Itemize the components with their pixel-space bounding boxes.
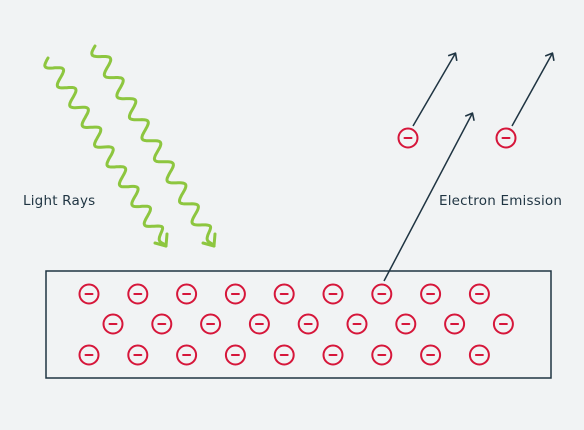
plate-electron (468, 344, 490, 366)
plate-electron (273, 283, 295, 305)
emitted-electrons (397, 127, 517, 149)
plate-electron (224, 283, 246, 305)
plate-electron (468, 283, 490, 305)
light-rays-label: Light Rays (23, 193, 96, 209)
emitted-electron (397, 127, 419, 149)
plate-electron (248, 313, 270, 335)
light-ray (90, 44, 217, 248)
plate-electron (176, 283, 198, 305)
plate-electron (78, 283, 100, 305)
plate-electron (176, 344, 198, 366)
plate-electron (420, 344, 442, 366)
plate-electron (102, 313, 124, 335)
emitted-electron (495, 127, 517, 149)
plate-electron (127, 344, 149, 366)
plate-electron (297, 313, 319, 335)
plate-electron (492, 313, 514, 335)
plate-electron (200, 313, 222, 335)
metal-plate (45, 270, 552, 379)
plate-electron (127, 283, 149, 305)
emission-arrow (511, 52, 555, 127)
plate-electron (78, 344, 100, 366)
light-ray (43, 56, 169, 248)
light-ray-arrowhead (201, 232, 217, 248)
light-rays (43, 44, 217, 248)
light-ray-arrowhead (153, 232, 169, 248)
plate-electron (322, 283, 344, 305)
plate-electron (444, 313, 466, 335)
plate-electron (371, 283, 393, 305)
plate-electron (371, 344, 393, 366)
plate-electron (420, 283, 442, 305)
plate-electron (395, 313, 417, 335)
emission-arrow (412, 52, 458, 127)
plate-electron (273, 344, 295, 366)
plate-electron (224, 344, 246, 366)
plate-electron (346, 313, 368, 335)
emission-arrow (383, 112, 475, 282)
electron-emission-label: Electron Emission (439, 193, 563, 209)
emission-paths (383, 52, 555, 282)
plate-electron (151, 313, 173, 335)
plate-electrons (78, 283, 514, 366)
plate-electron (322, 344, 344, 366)
